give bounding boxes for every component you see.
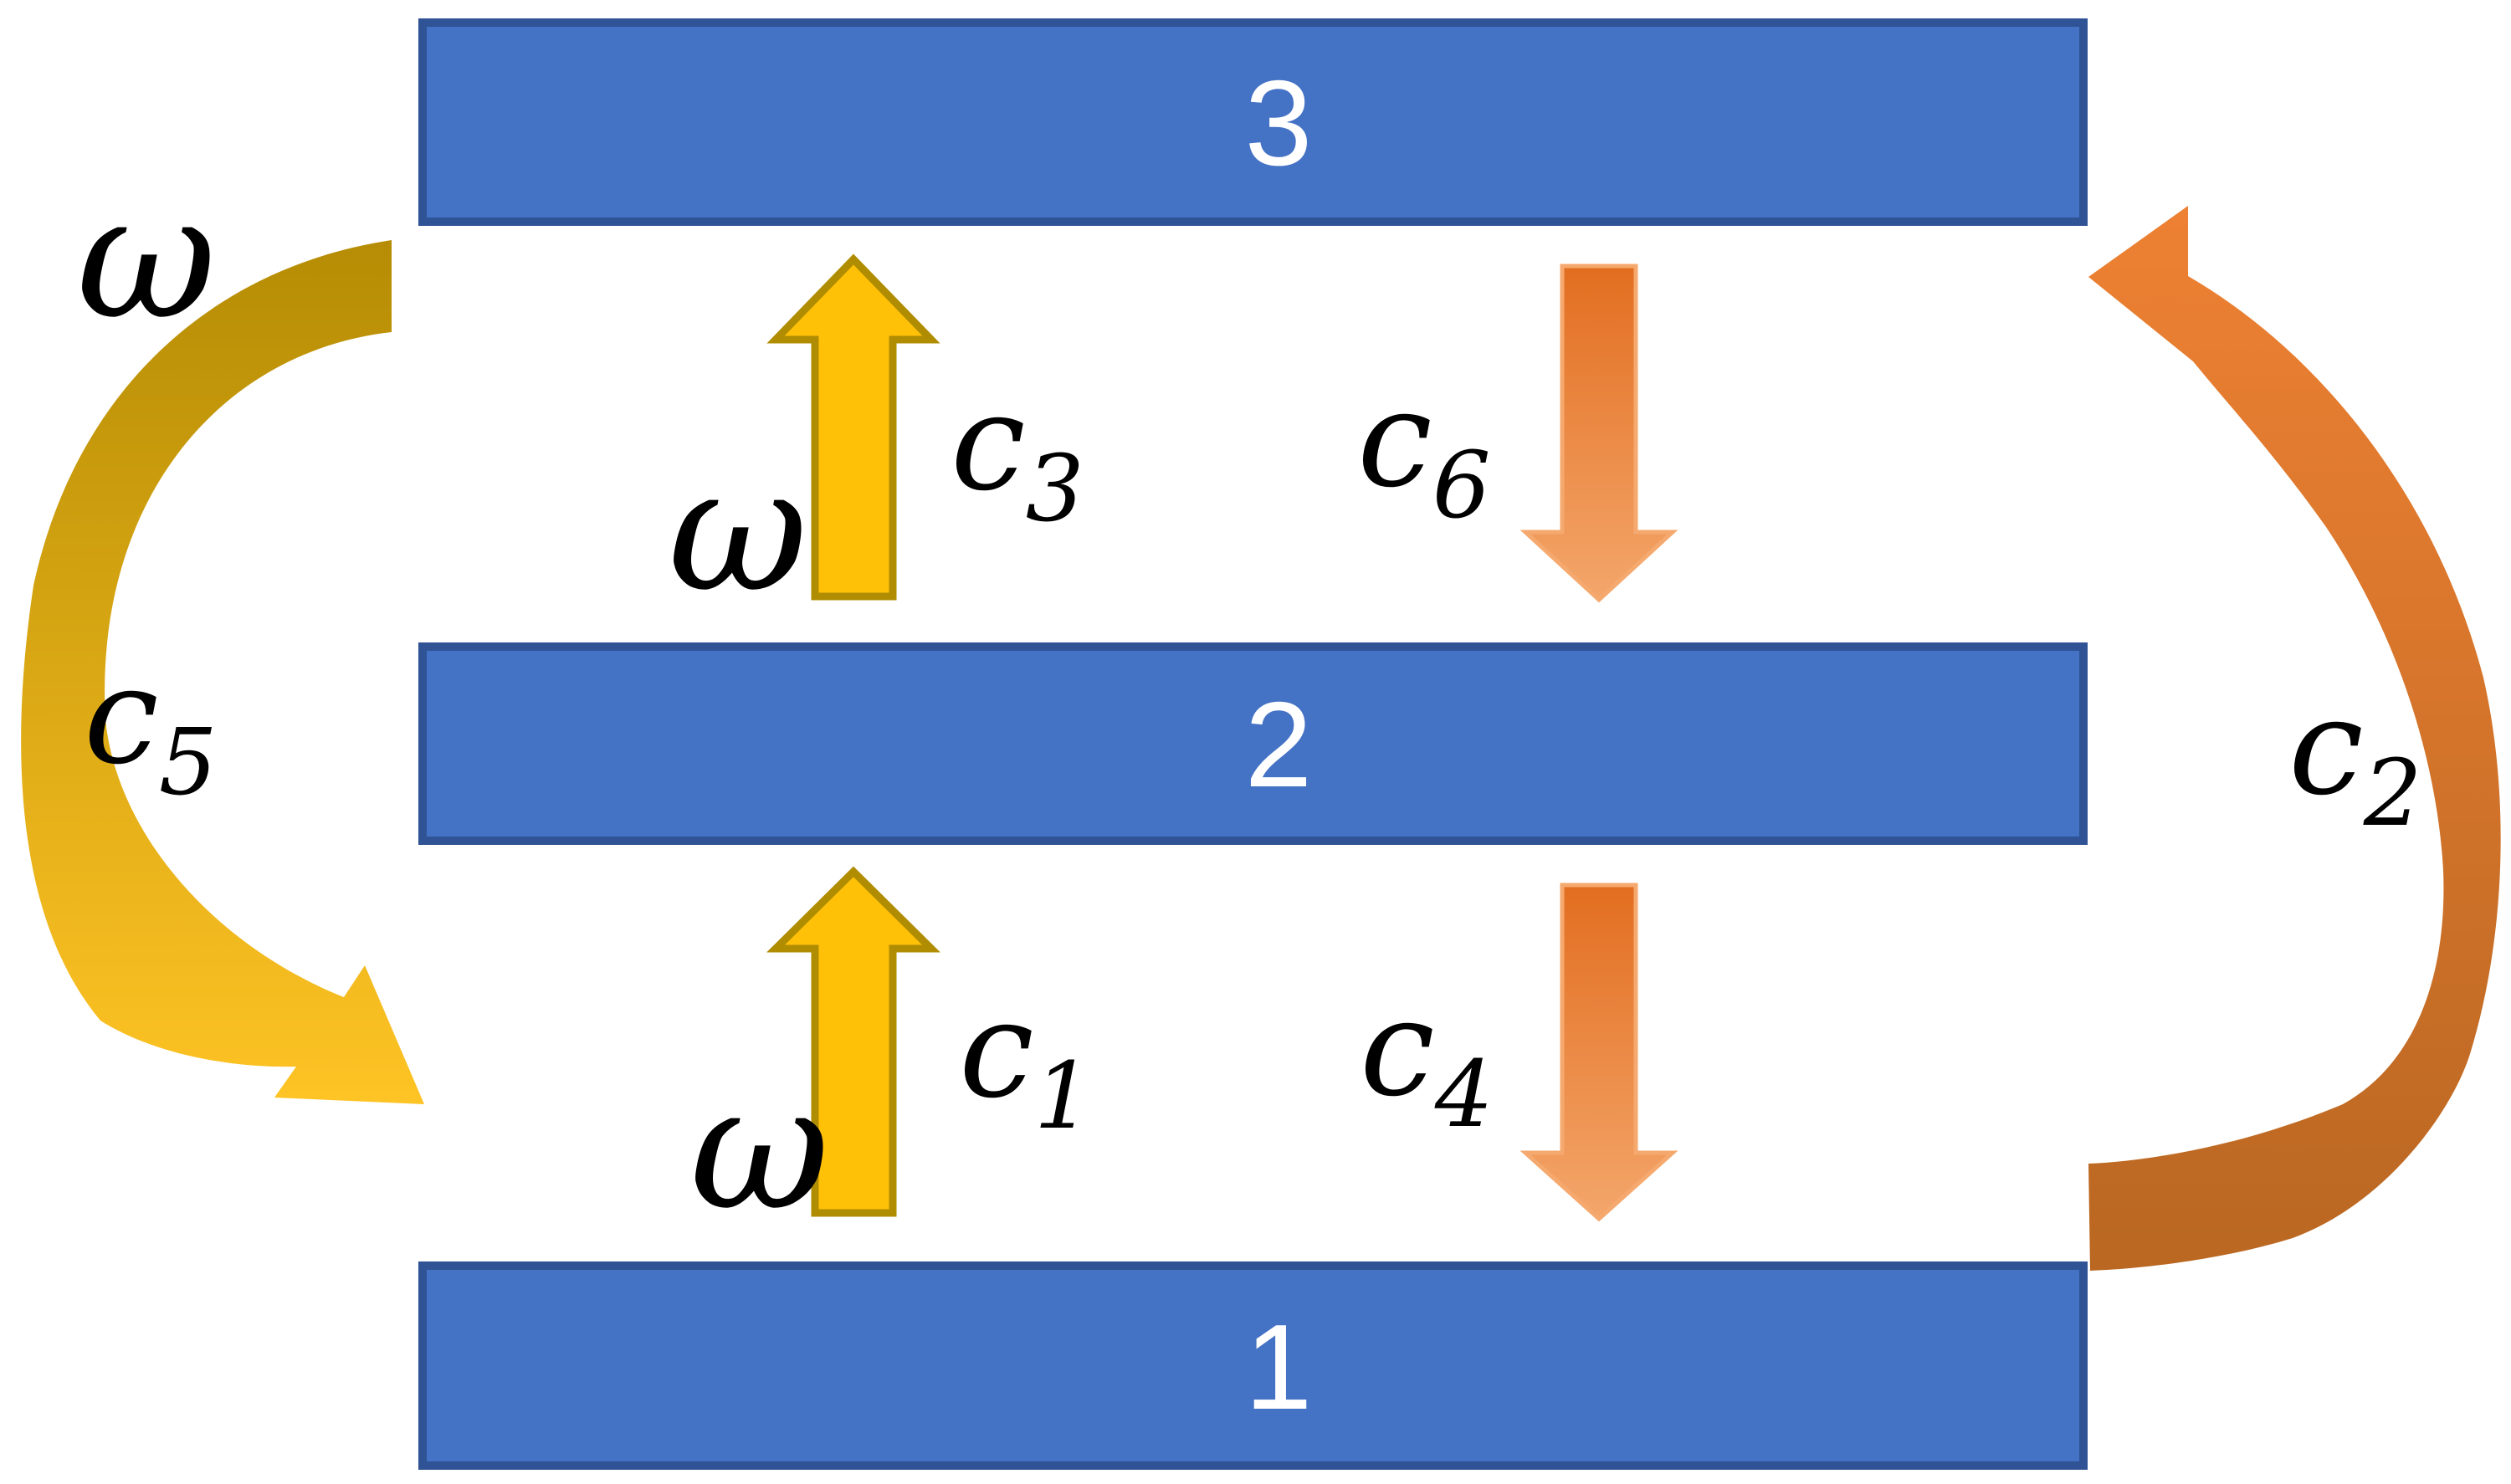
pump-arrow-1-to-2 bbox=[766, 866, 940, 1217]
level-label-3: 3 bbox=[1245, 55, 1313, 191]
label-c4: c4 bbox=[1360, 970, 1494, 1148]
label-omega-left: ω bbox=[76, 158, 216, 357]
pump-arrow-2-to-3 bbox=[766, 253, 940, 601]
level-bar-1 bbox=[418, 1261, 2088, 1470]
level-label-1: 1 bbox=[1245, 1299, 1313, 1435]
curved-arrow-1-to-3 bbox=[2088, 206, 2501, 1271]
label-omega-upper: ω bbox=[668, 431, 807, 630]
label-c2: c2 bbox=[2288, 668, 2422, 847]
label-c5: c5 bbox=[84, 637, 218, 816]
label-c3: c3 bbox=[951, 364, 1084, 542]
label-c1: c1 bbox=[959, 971, 1093, 1149]
decay-arrow-2-to-1 bbox=[1519, 883, 1678, 1222]
curved-arrow-3-to-1 bbox=[21, 240, 424, 1104]
label-omega-lower: ω bbox=[689, 1049, 829, 1248]
level-bar-3 bbox=[418, 18, 2088, 226]
level-label-2: 2 bbox=[1245, 677, 1313, 812]
level-bar-2 bbox=[418, 642, 2088, 845]
label-c6: c6 bbox=[1357, 361, 1491, 539]
decay-arrow-3-to-2 bbox=[1519, 264, 1678, 603]
